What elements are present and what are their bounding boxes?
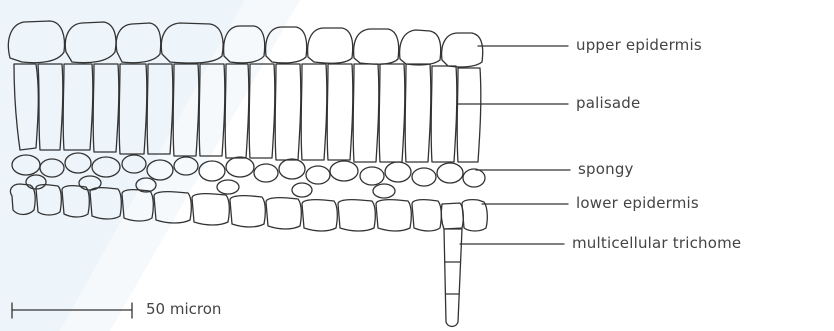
lower-epidermis-cells <box>10 184 487 231</box>
label-lower-epidermis: lower epidermis <box>576 196 699 211</box>
label-upper-epidermis: upper epidermis <box>576 38 702 53</box>
palisade-cells <box>14 64 481 162</box>
label-multicellular-trichome: multicellular trichome <box>572 236 741 251</box>
multicellular-trichome <box>444 229 462 327</box>
label-spongy: spongy <box>578 162 634 177</box>
scale-bar-label: 50 micron <box>146 302 221 317</box>
label-palisade: palisade <box>576 96 640 111</box>
leader-lines <box>458 46 570 244</box>
upper-epidermis-cells <box>8 21 482 67</box>
scale-bar <box>12 303 132 318</box>
spongy-cells <box>12 153 485 198</box>
